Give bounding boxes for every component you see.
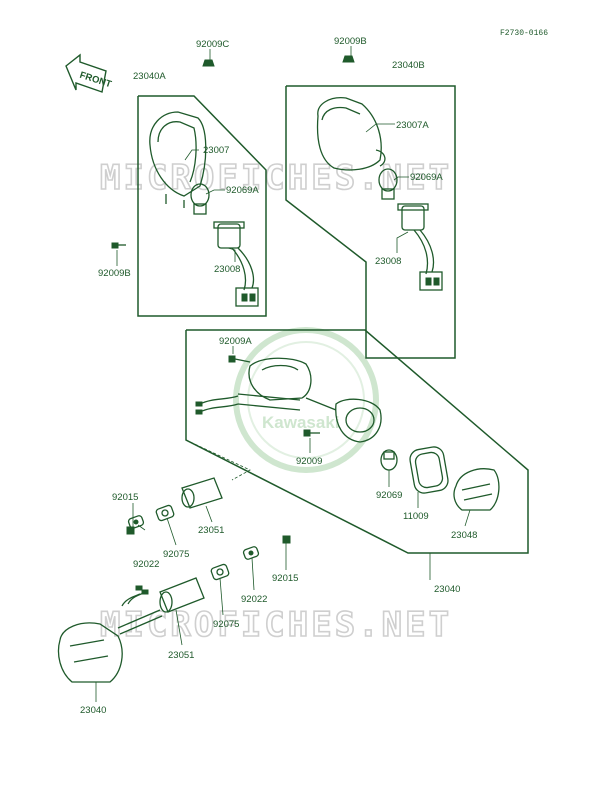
rear-signal-body	[195, 357, 312, 415]
screw-92009b-left	[111, 242, 126, 249]
washer-92022-lower	[242, 546, 260, 560]
washer-92022-upper	[127, 515, 145, 529]
screw-92009c	[202, 59, 215, 67]
label-92022-lower: 92022	[241, 594, 267, 605]
leader-lines	[95, 46, 471, 702]
label-92009a: 92009A	[219, 336, 252, 347]
label-23048: 23048	[451, 530, 477, 541]
bulb-92069	[380, 449, 398, 471]
label-23040a: 23040A	[133, 71, 166, 82]
label-92015-upper: 92015	[112, 492, 138, 503]
label-92015-lower: 92015	[272, 573, 298, 584]
label-92009b-top: 92009B	[334, 36, 367, 47]
watermark-logo: Kawasaki	[233, 327, 379, 473]
label-92069: 92069	[376, 490, 402, 501]
spacer-92075-lower	[210, 563, 230, 581]
label-23007a: 23007A	[396, 120, 429, 131]
label-92075-lower: 92075	[213, 619, 239, 630]
socket-rear	[305, 397, 382, 443]
label-92069a-right: 92069A	[410, 172, 443, 183]
socket-23008-left	[213, 221, 259, 307]
front-signal-23040	[57, 585, 163, 683]
lens-housing-23007	[149, 111, 207, 208]
figure-code: F2730-0166	[500, 29, 548, 38]
screw-92009b-right	[342, 55, 355, 63]
watermark-logo-text: Kawasaki	[262, 413, 340, 432]
label-23040-rear: 23040	[434, 584, 460, 595]
label-92022-upper: 92022	[133, 559, 159, 570]
screw-92009	[303, 429, 320, 437]
gasket-11009	[409, 446, 449, 494]
frame-23040b	[285, 85, 456, 359]
grommet-23051-upper	[181, 477, 223, 509]
spacer-92075-upper	[155, 504, 175, 522]
front-arrow-icon: FRONT	[65, 53, 113, 93]
label-23008-left: 23008	[214, 264, 240, 275]
label-92075-upper: 92075	[163, 549, 189, 560]
screw-92009a	[228, 355, 251, 363]
nut-92015-lower	[282, 535, 291, 544]
label-23040b: 23040B	[392, 60, 425, 71]
bulb-92069a-right	[378, 168, 398, 200]
label-92009c: 92009C	[196, 39, 229, 50]
label-11009: 11009	[403, 511, 429, 522]
watermark-top: MICROFICHES.NET	[100, 158, 452, 198]
label-23040-front: 23040	[80, 705, 106, 716]
bulb-92069a-left	[190, 183, 210, 215]
label-23051-lower: 23051	[168, 650, 194, 661]
label-23007: 23007	[203, 145, 229, 156]
frame-23040a	[137, 95, 267, 317]
label-92009: 92009	[296, 456, 322, 467]
lens-23048	[453, 468, 500, 511]
label-23051-upper: 23051	[198, 525, 224, 536]
watermark-bottom: MICROFICHES.NET	[100, 605, 452, 645]
lens-housing-23007a	[316, 97, 386, 171]
label-92069a-left: 92069A	[226, 185, 259, 196]
label-92009b-left: 92009B	[98, 268, 131, 279]
grommet-23051-lower	[159, 577, 205, 613]
label-23008-right: 23008	[375, 256, 401, 267]
socket-23008-right	[397, 203, 443, 291]
